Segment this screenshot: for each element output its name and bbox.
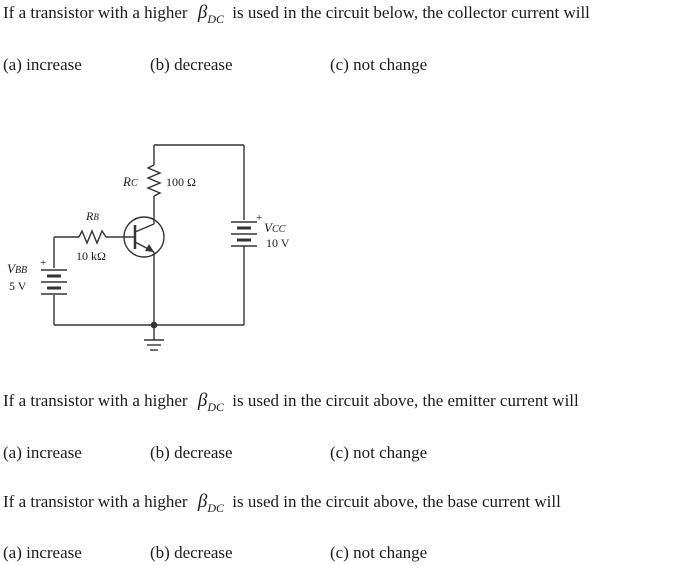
question-1-after: is used in the circuit below, the collec…	[232, 3, 590, 22]
question-3-after: is used in the circuit above, the base c…	[232, 492, 561, 511]
rc-resistor	[146, 164, 162, 197]
circuit-diagram: RC 100 Ω RB 10 kΩ + VCC 10 V + VBB 5 V	[7, 144, 290, 351]
question-2-before: If a transistor with a higher	[3, 391, 188, 410]
rb-resistor	[78, 229, 107, 245]
q3-option-c[interactable]: (c) not change	[330, 543, 428, 562]
beta-dc-symbol: βDC	[197, 2, 224, 26]
vbb-battery	[41, 269, 67, 295]
vcc-plus: +	[256, 212, 262, 224]
ground-symbol	[144, 321, 164, 351]
rb-value: 10 kΩ	[76, 249, 106, 263]
question-2-after: is used in the circuit above, the emitte…	[232, 391, 579, 410]
q1-option-c[interactable]: (c) not change	[330, 55, 428, 74]
q1-option-a[interactable]: (a) increase	[3, 55, 82, 74]
q2-option-c[interactable]: (c) not change	[330, 443, 428, 462]
rc-label: RC	[122, 174, 138, 189]
vbb-label: VBB	[7, 261, 27, 276]
vcc-battery	[231, 221, 257, 247]
rc-value: 100 Ω	[166, 175, 196, 189]
q3-option-b[interactable]: (b) decrease	[150, 543, 233, 562]
q2-option-b[interactable]: (b) decrease	[150, 443, 233, 462]
beta-dc-symbol: βDC	[197, 390, 224, 414]
q2-option-a[interactable]: (a) increase	[3, 443, 82, 462]
vbb-value: 5 V	[9, 279, 27, 293]
question-3-before: If a transistor with a higher	[3, 492, 188, 511]
vbb-plus: +	[40, 257, 46, 269]
beta-dc-symbol: βDC	[197, 491, 224, 515]
vcc-label: VCC	[264, 220, 286, 235]
q3-option-a[interactable]: (a) increase	[3, 543, 82, 562]
rb-label: RB	[85, 209, 99, 223]
question-3-text: If a transistor with a higher βDC is use…	[3, 491, 561, 516]
question-1-before: If a transistor with a higher	[3, 3, 188, 22]
question-2-text: If a transistor with a higher βDC is use…	[3, 390, 579, 415]
transistor-symbol	[123, 216, 165, 258]
vcc-value: 10 V	[266, 236, 290, 250]
q1-option-b[interactable]: (b) decrease	[150, 55, 233, 74]
question-1-text: If a transistor with a higher βDC is use…	[3, 2, 590, 27]
